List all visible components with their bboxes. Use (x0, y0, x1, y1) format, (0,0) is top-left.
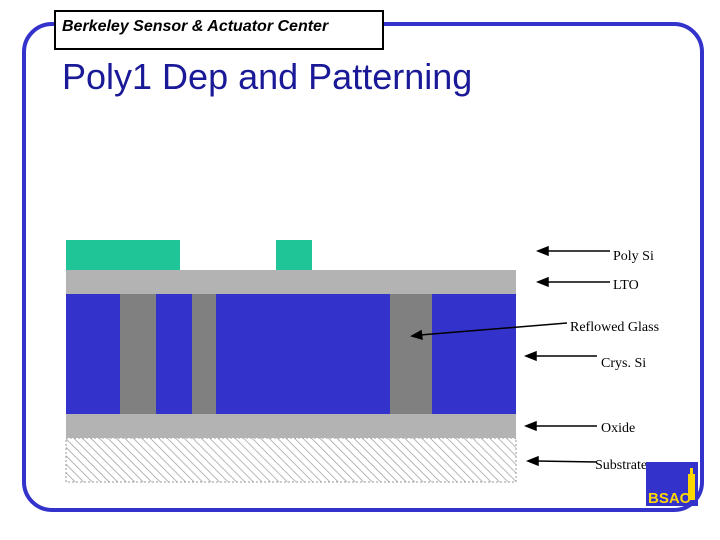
crys-si-label: Crys. Si (601, 356, 646, 371)
tower-icon (688, 468, 695, 500)
oxide-layer (66, 414, 516, 438)
reflowed-glass-leader (419, 322, 568, 336)
substrate-label: Substrate (595, 458, 647, 473)
bsac-logo: BSAC (646, 462, 698, 507)
substrate-leader (535, 460, 598, 463)
substrate-arrowhead (525, 455, 539, 467)
reflowed-glass-trench-1 (120, 294, 156, 414)
oxide-arrowhead (523, 420, 537, 432)
slide-title: Poly1 Dep and Patterning (62, 56, 473, 97)
poly-si-arrowhead (535, 245, 549, 257)
logo-text: BSAC (648, 490, 691, 507)
poly-si-block-1 (66, 240, 180, 270)
lto-label: LTO (613, 278, 639, 293)
reflowed-glass-trench-2 (192, 294, 216, 414)
lto-layer (66, 270, 516, 294)
poly-si-block-2 (276, 240, 312, 270)
substrate-layer (65, 437, 517, 483)
reflowed-glass-trench-3 (390, 294, 432, 414)
lto-arrowhead (535, 276, 549, 288)
poly-si-label: Poly Si (613, 249, 654, 264)
reflowed-glass-arrowhead (410, 329, 423, 341)
header-label: Berkeley Sensor & Actuator Center (62, 18, 329, 35)
header-box: Berkeley Sensor & Actuator Center (54, 10, 384, 50)
reflowed-glass-label: Reflowed Glass (570, 320, 659, 335)
oxide-label: Oxide (601, 421, 635, 436)
crys-si-arrowhead (523, 350, 537, 362)
